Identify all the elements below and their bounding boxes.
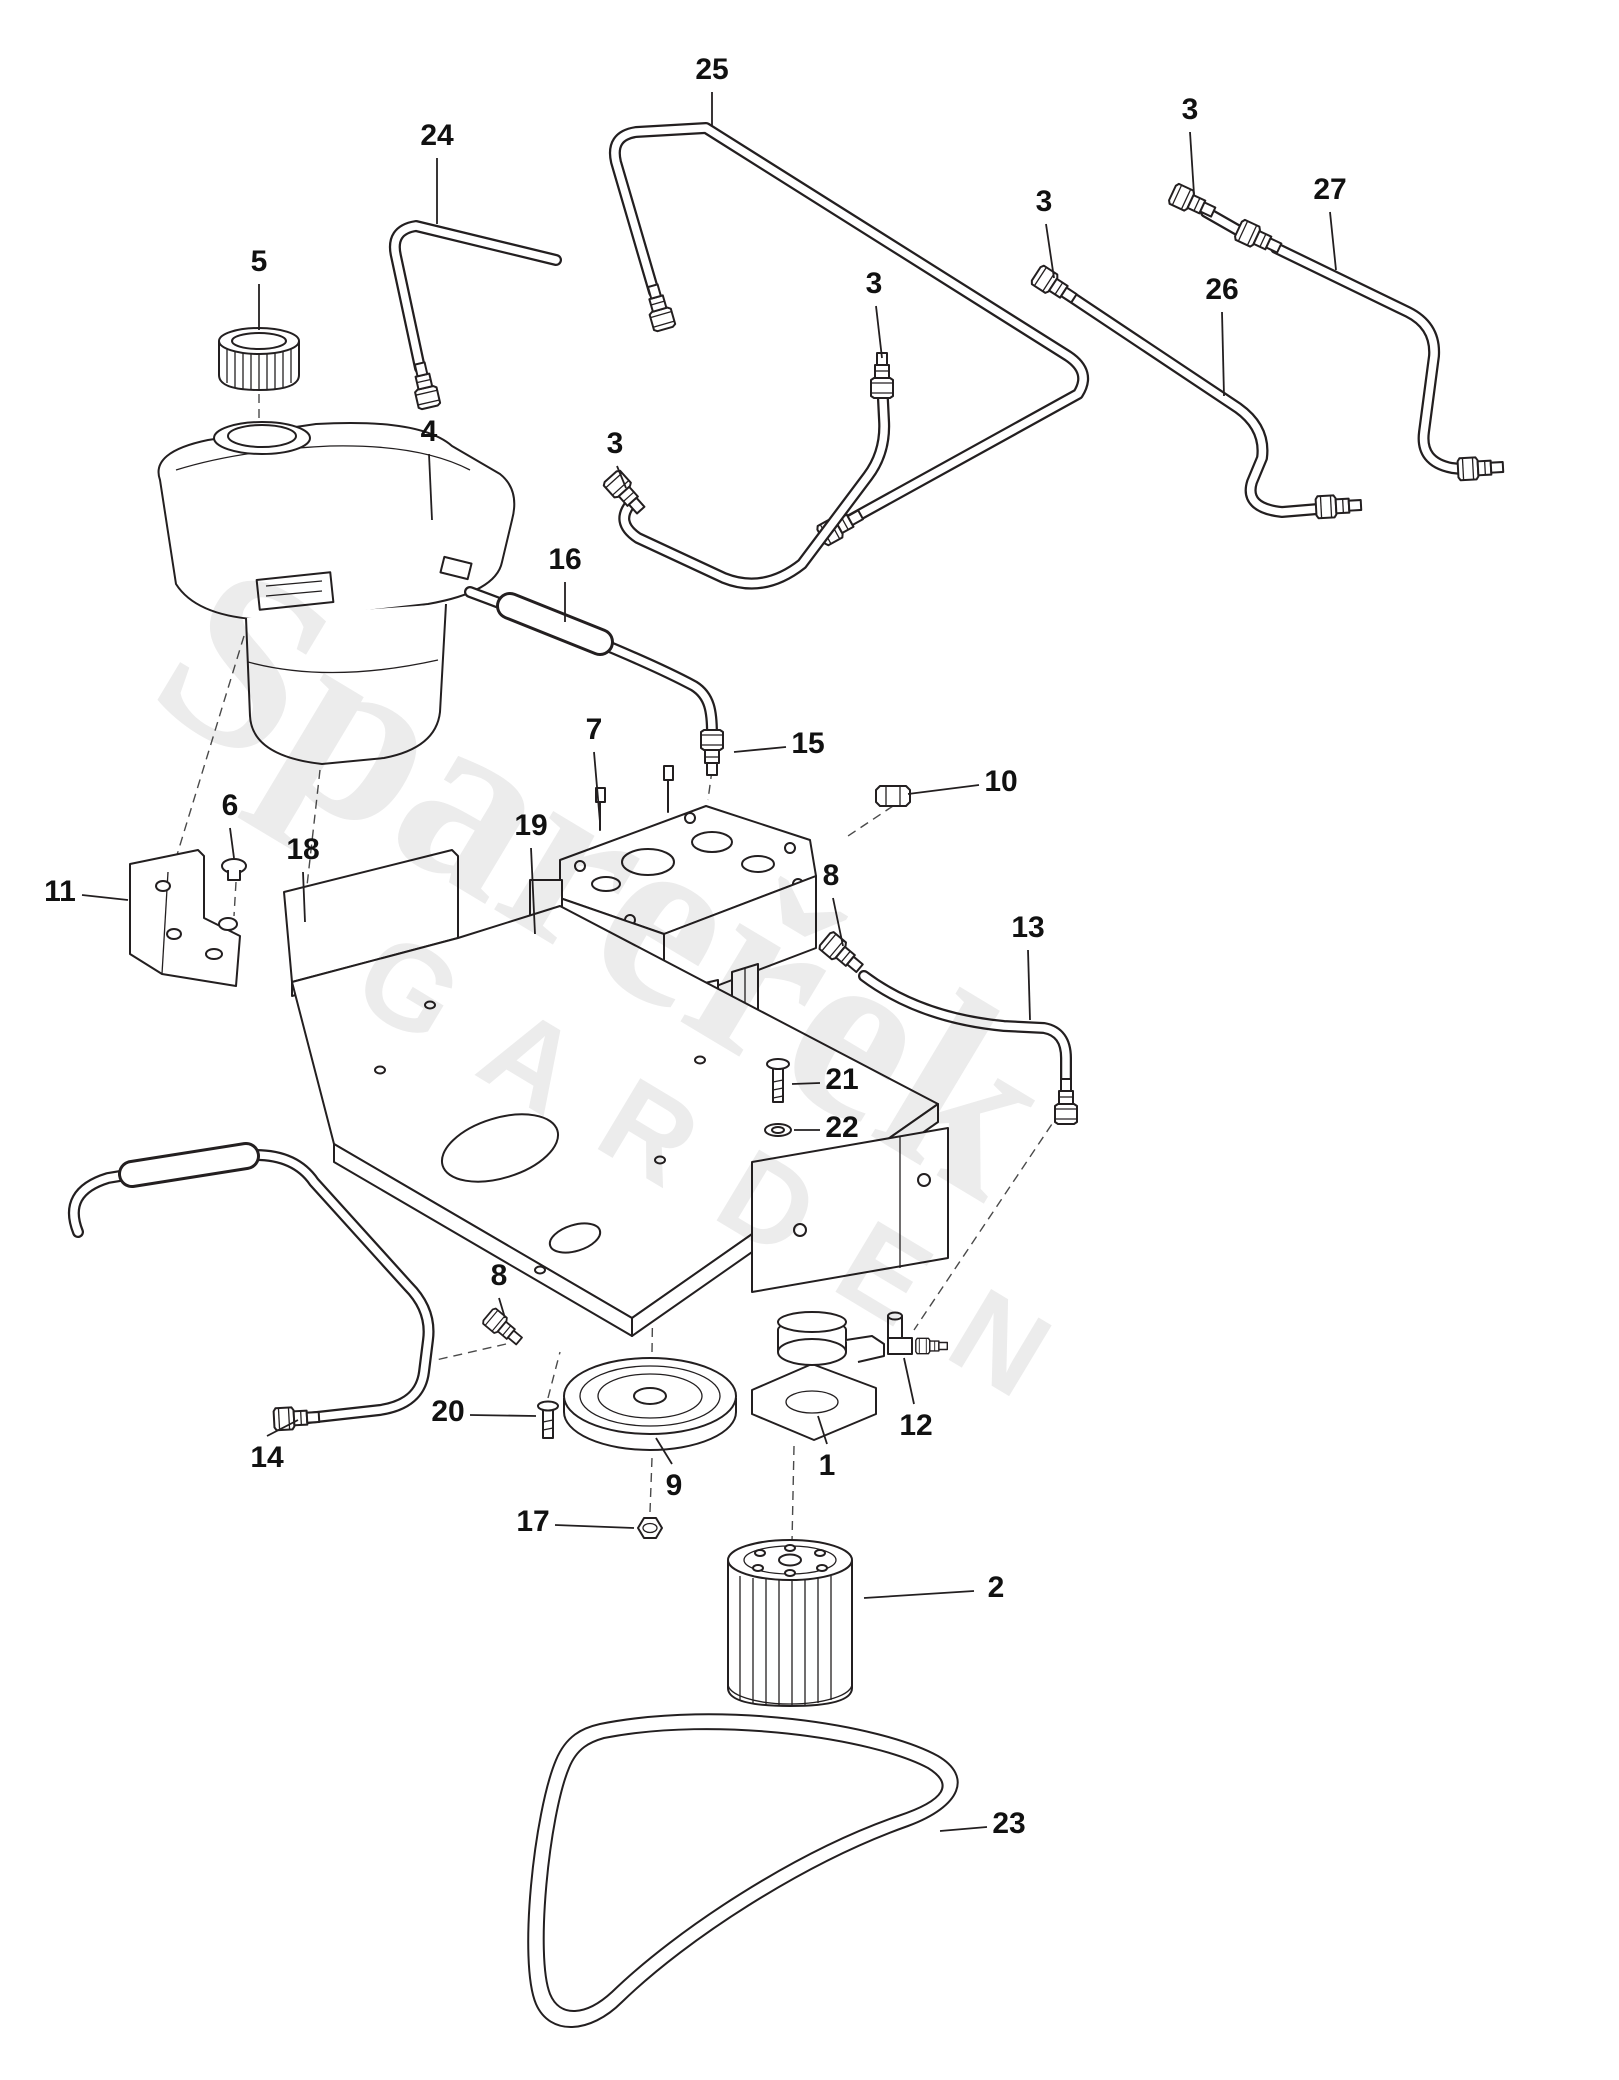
callout-26: 26	[1205, 273, 1239, 306]
callout-6: 6	[221, 789, 239, 822]
part-17-nut	[637, 1517, 663, 1539]
callout-24: 24	[420, 119, 454, 152]
callout-13: 13	[1011, 911, 1045, 944]
callout-9: 9	[665, 1469, 683, 1502]
part-25-hose	[609, 122, 1090, 548]
part-16-hose	[464, 586, 718, 740]
callout-2: 2	[987, 1571, 1005, 1604]
callout-8-a: 8	[822, 859, 840, 892]
leader-line-10	[907, 784, 980, 795]
callout-10: 10	[984, 765, 1018, 798]
part-2-oil-filter	[727, 1539, 853, 1707]
leader-line-18	[302, 871, 306, 923]
leader-line-15	[733, 746, 787, 753]
leader-line-9	[655, 1437, 673, 1465]
part-5-filler-cap	[218, 327, 300, 391]
callout-14: 14	[250, 1441, 284, 1474]
part-8-fitting	[817, 929, 868, 978]
leader-line-27	[1329, 211, 1337, 271]
leader-line-19	[530, 847, 536, 935]
part-26-hose	[1029, 263, 1363, 520]
leader-line-26	[1221, 311, 1225, 397]
part-12-elbow-fitting	[887, 1311, 948, 1355]
callout-22: 22	[825, 1111, 859, 1144]
part-21-bolt	[766, 1058, 790, 1103]
callout-1: 1	[818, 1449, 836, 1482]
callout-12: 12	[899, 1409, 933, 1442]
leader-line-8-b	[498, 1297, 506, 1319]
callout-16: 16	[548, 543, 582, 576]
callout-4: 4	[420, 415, 438, 448]
part-24-hose	[389, 220, 562, 411]
callout-3-c: 3	[865, 267, 883, 300]
part-3-fitting	[1029, 263, 1081, 309]
part-3-fitting	[870, 352, 894, 399]
callout-27: 27	[1313, 173, 1347, 206]
leader-line-21	[791, 1082, 821, 1085]
leader-line-6	[229, 827, 235, 859]
callout-15: 15	[791, 727, 825, 760]
leader-line-3-a	[1189, 131, 1195, 195]
leader-line-3-b	[1045, 223, 1055, 279]
leader-line-4	[428, 453, 433, 521]
part-hose-center	[601, 352, 894, 590]
callout-8-b: 8	[490, 1259, 508, 1292]
part-23-v-belt	[527, 1713, 959, 2028]
leader-line-12	[903, 1357, 915, 1405]
leader-line-8-a	[832, 897, 844, 947]
callout-3-d: 3	[606, 427, 624, 460]
callout-21: 21	[825, 1063, 859, 1096]
callout-19: 19	[514, 809, 548, 842]
callout-11: 11	[44, 875, 76, 908]
leader-line-14	[266, 1419, 299, 1437]
assembly-dashed-lines	[153, 394, 1061, 1543]
part-13-hose	[858, 970, 1078, 1125]
leader-line-17	[554, 1524, 635, 1529]
part-20-bolt	[537, 1400, 559, 1439]
callout-20: 20	[431, 1395, 465, 1428]
callout-18: 18	[286, 833, 320, 866]
leader-line-1	[817, 1415, 828, 1445]
leader-line-3-c	[875, 305, 883, 359]
leader-line-11	[81, 894, 129, 901]
callout-3-a: 3	[1181, 93, 1199, 126]
leader-line-3-d	[616, 465, 627, 489]
part-9-pulley	[563, 1357, 737, 1451]
callout-23: 23	[992, 1807, 1026, 1840]
callout-17: 17	[516, 1505, 550, 1538]
leader-line-2	[863, 1590, 975, 1599]
part-22-washer	[764, 1123, 792, 1137]
part-10-plug-fitting	[875, 785, 911, 807]
part-27-hose	[1166, 182, 1505, 482]
leader-line-13	[1027, 949, 1031, 1021]
part-18-mounting-plate	[283, 849, 949, 1337]
callout-3-b: 3	[1035, 185, 1053, 218]
leader-line-23	[939, 1826, 988, 1832]
part-14-hose	[67, 1142, 435, 1432]
part-1-filter-head	[751, 1311, 885, 1441]
leader-lines	[81, 92, 1337, 1832]
leader-line-20	[469, 1414, 537, 1417]
part-11-bracket	[129, 849, 241, 987]
part-6-plug	[218, 858, 247, 931]
leader-line-7	[593, 751, 601, 823]
part-15-fitting	[700, 729, 724, 776]
part-4-reservoir-tank	[157, 421, 516, 765]
callout-7: 7	[585, 713, 603, 746]
callout-25: 25	[695, 53, 729, 86]
callout-5: 5	[250, 245, 268, 278]
